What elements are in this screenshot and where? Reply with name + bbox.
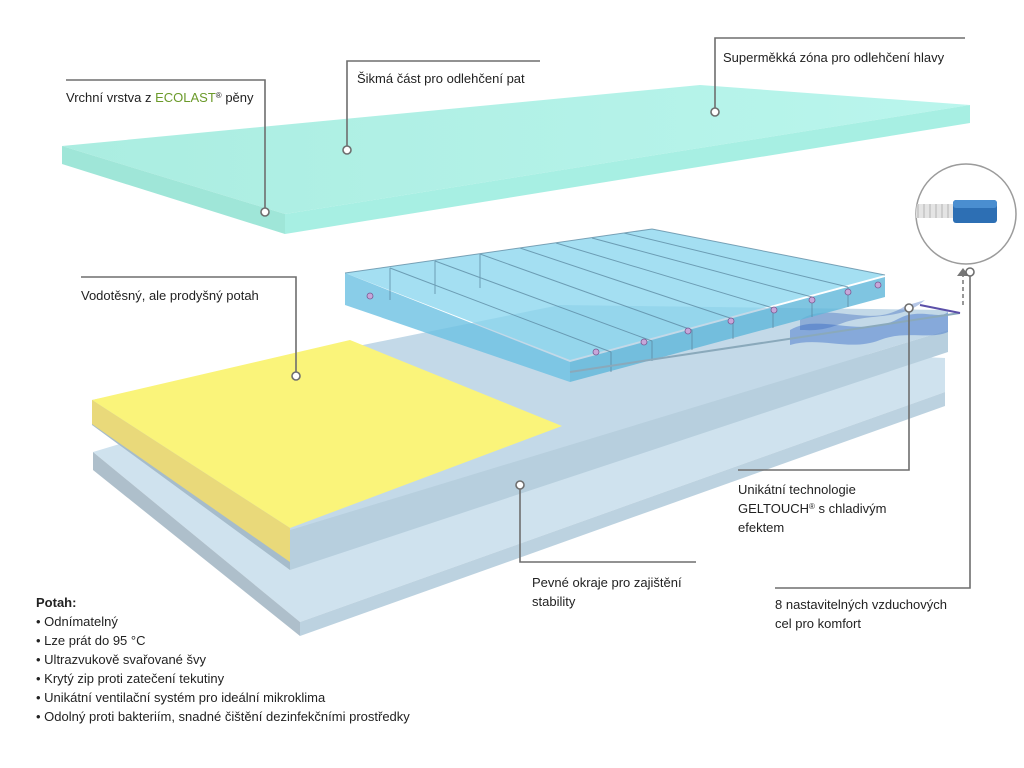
label-cover: Vodotěsný, ale prodyšný potah [81,286,259,305]
list-item: Lze prát do 95 °C [36,631,410,650]
label-geltouch-line2: s chladivým [815,501,887,516]
label-top-layer: Vrchní vrstva z ECOLAST® pěny [66,88,254,107]
geltouch-brand: GELTOUCH [738,501,809,516]
label-top-layer-suffix: pěny [222,90,254,105]
list-item: Krytý zip proti zatečení tekutiny [36,669,410,688]
label-air-cells: 8 nastavitelných vzduchových cel pro kom… [775,595,975,633]
valve-detail [912,164,1016,305]
label-top-layer-text: Vrchní vrstva z [66,90,155,105]
label-geltouch-line3: efektem [738,518,918,537]
top-foam-layer [62,85,970,234]
registered-mark: ® [809,502,815,511]
label-heel-part: Šikmá část pro odlehčení pat [357,69,525,88]
label-edges-line1: Pevné okraje pro zajištění [532,573,707,592]
label-head-zone: Superměkká zóna pro odlehčení hlavy [723,48,944,67]
ecolast-brand: ECOLAST [155,90,216,105]
legend-title: Potah: [36,593,410,612]
registered-mark: ® [216,91,222,100]
label-edges: Pevné okraje pro zajištění stability [532,573,707,611]
list-item: Ultrazvukově svařované švy [36,650,410,669]
label-edges-line2: stability [532,592,707,611]
list-item: Unikátní ventilační systém pro ideální m… [36,688,410,707]
label-air-cells-line2: cel pro komfort [775,614,975,633]
label-geltouch-line1: Unikátní technologie [738,480,918,499]
list-item: Odolný proti bakteriím, snadné čištění d… [36,707,410,726]
label-air-cells-line1: 8 nastavitelných vzduchových [775,595,975,614]
cover-features-legend: Potah: Odnímatelný Lze prát do 95 °C Ult… [36,593,410,726]
list-item: Odnímatelný [36,612,410,631]
legend-list: Odnímatelný Lze prát do 95 °C Ultrazvuko… [36,612,410,726]
label-geltouch: Unikátní technologie GELTOUCH® s chladiv… [738,480,918,537]
